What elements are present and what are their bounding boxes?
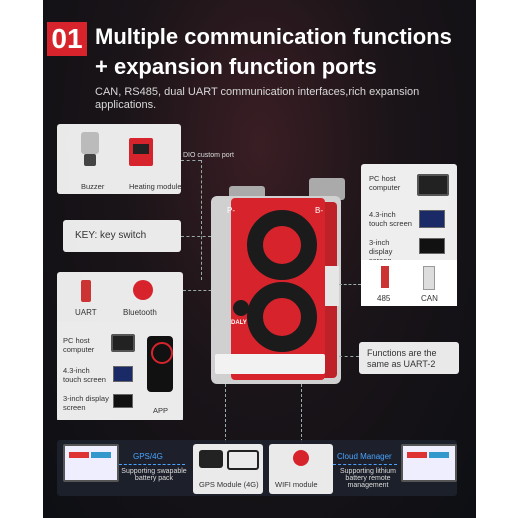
- bms-body: DALY P- B-: [211, 196, 341, 384]
- gps-note-label: Supporting swapable battery pack: [121, 468, 187, 482]
- page-title-line2: + expansion function ports: [95, 54, 377, 79]
- pc-monitor-icon: [111, 334, 135, 352]
- connector-line: [181, 160, 201, 161]
- wifi-module-label: WIFI module: [275, 480, 318, 489]
- connector-line: [119, 464, 185, 465]
- cloud-monitor-icon: [401, 444, 457, 482]
- key-switch-box: KEY: key switch: [63, 220, 181, 252]
- page-title-line1: Multiple communication functions: [95, 24, 452, 49]
- buzzer-icon: [81, 132, 99, 166]
- dio-label: DIO custom port: [183, 152, 234, 159]
- gps-monitor-icon: [63, 444, 119, 482]
- touch-screen-label-right: 4.3-inch touch screen: [369, 210, 412, 228]
- connector-line: [181, 236, 211, 237]
- wifi-module-panel: WIFI module: [269, 444, 333, 494]
- rs485-cable-icon: [381, 266, 389, 288]
- pc-host-label: PC host computer: [63, 336, 95, 354]
- display-screen-icon-right: [419, 238, 445, 254]
- pc-host-label-right: PC host computer: [369, 174, 401, 192]
- display-screen-label: 3-inch display screen: [63, 394, 109, 412]
- uart-panel: UART Bluetooth PC host computer 4.3-inch…: [57, 272, 183, 420]
- cloud-note-label: Supporting lithium battery remote manage…: [339, 468, 397, 489]
- uart-label: UART: [75, 308, 97, 317]
- key-switch-label: KEY: key switch: [75, 230, 147, 241]
- bms-side-port: [325, 266, 339, 306]
- bms-connector-strip: [215, 354, 325, 374]
- functions-label: Functions are the same as UART-2: [367, 348, 437, 369]
- terminal-b-minus: [309, 178, 345, 200]
- touch-screen-label: 4.3-inch touch screen: [63, 366, 106, 384]
- rs485-label: 485: [377, 294, 391, 303]
- touch-screen-icon: [113, 366, 133, 382]
- daly-logo-icon: [233, 300, 249, 316]
- phone-app-icon: [147, 336, 173, 392]
- gps-antenna-icon: [227, 450, 259, 470]
- display-screen-icon: [113, 394, 133, 408]
- gps-4g-label: GPS/4G: [133, 452, 163, 461]
- app-label: APP: [153, 406, 169, 415]
- can-label: CAN: [421, 294, 438, 303]
- bluetooth-label: Bluetooth: [123, 308, 157, 317]
- connector-line: [339, 356, 359, 357]
- poster: 01 Multiple communication functions + ex…: [43, 0, 476, 518]
- heating-module-icon: [129, 138, 153, 166]
- page-subtitle: CAN, RS485, dual UART communication inte…: [95, 86, 420, 111]
- b-minus-label: B-: [315, 206, 323, 215]
- connector-line: [333, 464, 397, 465]
- connector-line: [339, 284, 361, 285]
- uart-cable-icon: [81, 280, 91, 302]
- cloud-manager-label: Cloud Manager: [337, 452, 392, 461]
- section-number: 01: [47, 22, 87, 56]
- functions-box: Functions are the same as UART-2: [359, 342, 459, 374]
- wifi-module-icon: [293, 450, 309, 466]
- buzzer-label: Buzzer: [81, 182, 105, 191]
- brand-label: DALY: [231, 320, 247, 326]
- communication-panel: PC host computer 4.3-inch touch screen 3…: [361, 164, 457, 306]
- gps-module-label: GPS Module (4G): [199, 480, 259, 489]
- touch-screen-icon-right: [419, 210, 445, 228]
- gps-module-icon: [199, 450, 223, 468]
- bluetooth-icon: [133, 280, 153, 300]
- heating-label: Heating module: [129, 182, 182, 191]
- accessory-panel: Buzzer Heating module: [57, 124, 182, 194]
- p-minus-label: P-: [227, 206, 235, 215]
- connector-line: [183, 290, 237, 291]
- connector-line: [301, 384, 302, 442]
- connector-line: [201, 160, 202, 280]
- can-cable-icon: [423, 266, 435, 290]
- pc-monitor-icon-right: [417, 174, 449, 196]
- connector-line: [225, 384, 226, 442]
- gps-module-panel: GPS Module (4G): [193, 444, 263, 494]
